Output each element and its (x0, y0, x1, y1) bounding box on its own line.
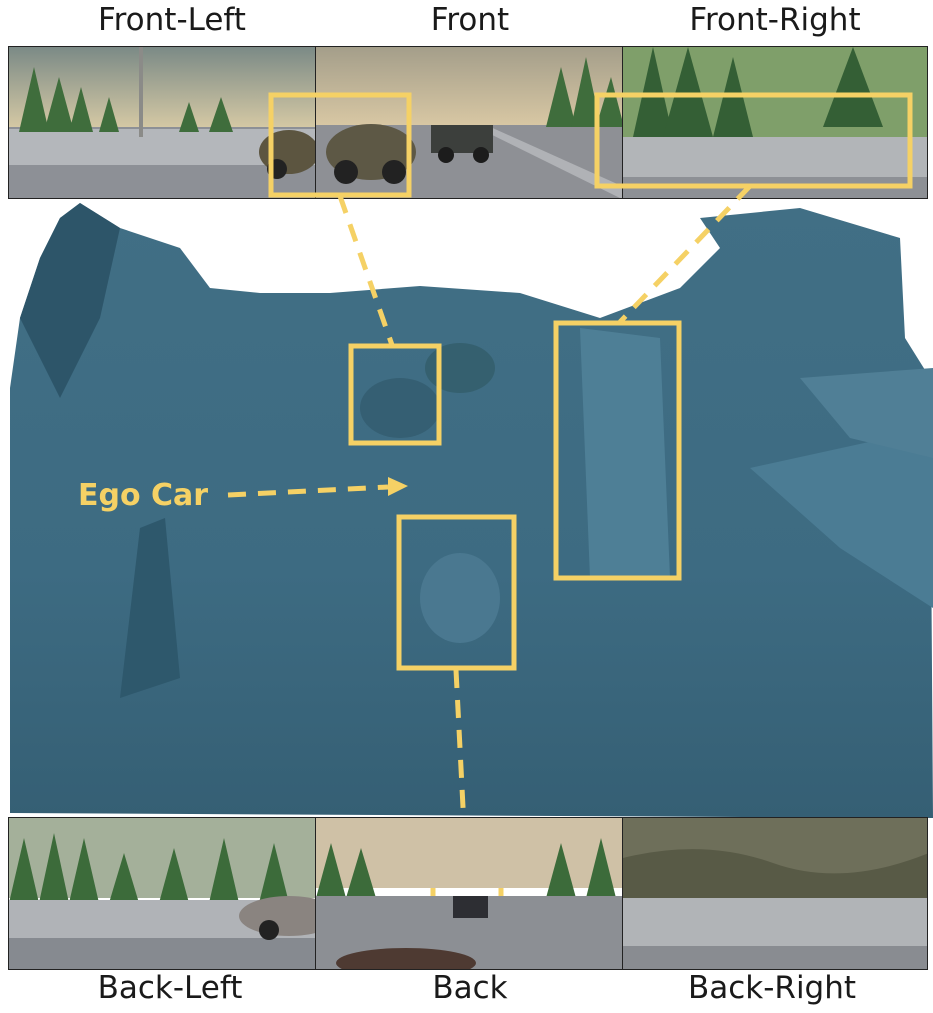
camera-back-right (622, 817, 928, 970)
camera-front-right (622, 46, 928, 199)
label-front-left: Front-Left (98, 2, 246, 38)
label-back-left: Back-Left (97, 970, 243, 1006)
ego-car-label: Ego Car (78, 478, 209, 513)
camera-front-left-image (9, 47, 315, 198)
car-front-close (326, 124, 416, 184)
camera-front (315, 46, 623, 199)
car-back-left (239, 896, 315, 940)
camera-front-left (8, 46, 316, 199)
truck-front (431, 125, 493, 163)
camera-front-right-image (623, 47, 927, 198)
label-front-right: Front-Right (689, 2, 861, 38)
camera-front-image (316, 47, 622, 198)
camera-back-image (316, 818, 622, 969)
camera-back-left (8, 817, 316, 970)
camera-back-right-image (623, 818, 927, 969)
label-back: Back (432, 970, 508, 1006)
label-front: Front (430, 2, 510, 38)
car-back (453, 896, 488, 918)
label-back-right: Back-Right (687, 970, 857, 1006)
camera-back (315, 817, 623, 970)
camera-back-left-image (9, 818, 315, 969)
